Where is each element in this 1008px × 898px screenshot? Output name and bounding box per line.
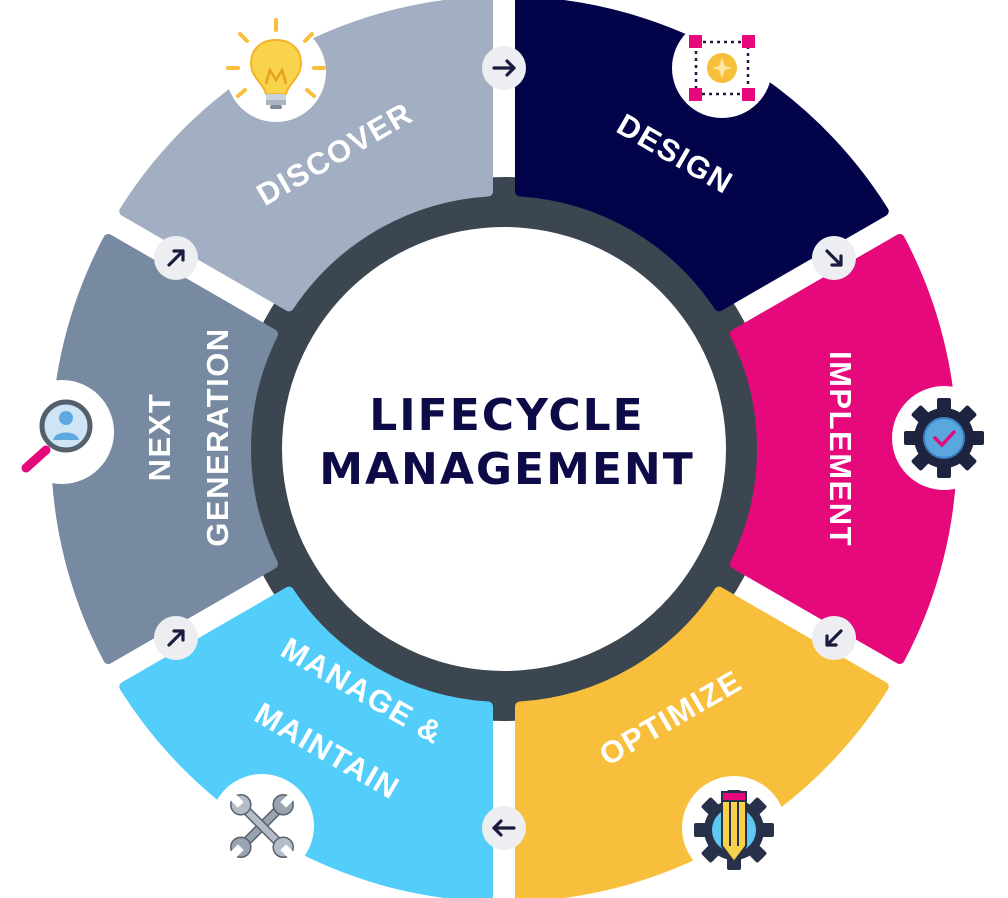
center-title-line2: MANAGEMENT	[319, 444, 695, 495]
center-title-line1: LIFECYCLE	[369, 390, 645, 441]
arrow-up-right-icon	[167, 629, 185, 647]
segments-layer	[51, 0, 957, 898]
segment-label-implement: IMPLEMENT	[823, 351, 858, 547]
segment-label-next-line1: NEXT	[142, 393, 177, 482]
center-circle	[282, 227, 726, 671]
segment-manage-maintain	[119, 586, 494, 898]
gear-pencil-icon	[682, 776, 786, 880]
arrow-badge-next-to-discover	[154, 236, 198, 280]
segment-discover	[119, 0, 494, 312]
arrow-badge-manage-to-next	[154, 616, 198, 660]
segment-label-next-line2: GENERATION	[200, 327, 235, 546]
arrow-badge-implement-to-optimize	[812, 616, 856, 660]
segment-next-generation	[51, 233, 278, 665]
magnifier-user-icon	[10, 380, 114, 484]
arrow-badge-optimize-to-manage	[482, 806, 526, 850]
arrow-down-left-icon	[825, 629, 843, 647]
segment-optimize	[514, 586, 889, 898]
segment-design	[514, 0, 889, 312]
arrow-badge-design-to-implement	[812, 236, 856, 280]
arrow-left-icon	[492, 819, 516, 837]
arrow-badge-discover-to-design	[482, 46, 526, 90]
wrench-tools-icon	[210, 774, 314, 878]
lightbulb-icon	[226, 18, 326, 122]
arrow-up-right-icon	[167, 249, 185, 267]
vector-selection-icon	[672, 18, 772, 118]
arrow-down-right-icon	[825, 249, 843, 267]
gear-check-icon	[892, 386, 996, 490]
arrow-right-icon	[492, 59, 516, 77]
segment-implement	[730, 233, 957, 665]
